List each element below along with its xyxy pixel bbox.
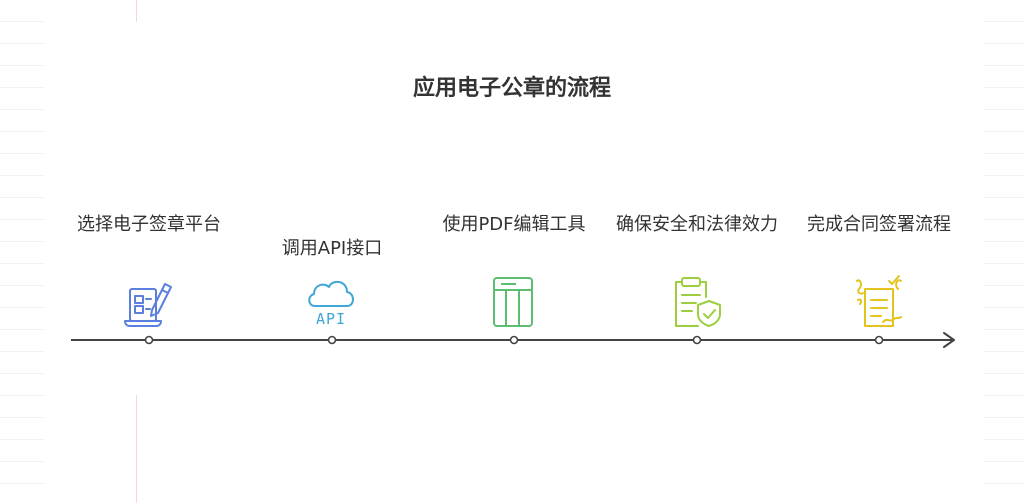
cloud-api-icon: API bbox=[308, 280, 354, 328]
pen-tablet-icon bbox=[124, 283, 172, 327]
timeline-marker-3 bbox=[509, 335, 519, 345]
document-layout-icon bbox=[493, 277, 533, 327]
diagram-title: 应用电子公章的流程 bbox=[412, 76, 611, 101]
step-label-5: 完成合同签署流程 bbox=[807, 214, 951, 235]
margin-line-bottom bbox=[136, 395, 137, 503]
step-label-3: 使用PDF编辑工具 bbox=[442, 214, 586, 235]
step-label-2: 调用API接口 bbox=[281, 238, 383, 259]
margin-line-top bbox=[136, 0, 137, 22]
canvas-card bbox=[45, 8, 983, 496]
clipboard-shield-icon bbox=[675, 277, 721, 327]
step-label-1: 选择电子签章平台 bbox=[77, 214, 221, 235]
signed-contract-icon bbox=[856, 275, 902, 327]
timeline-marker-2 bbox=[327, 335, 337, 345]
step-label-4: 确保安全和法律效力 bbox=[616, 214, 778, 235]
timeline-marker-5 bbox=[874, 335, 884, 345]
timeline-marker-1 bbox=[144, 335, 154, 345]
timeline-arrow-icon bbox=[943, 332, 955, 348]
timeline-marker-4 bbox=[692, 335, 702, 345]
api-icon-text: API bbox=[316, 310, 346, 328]
